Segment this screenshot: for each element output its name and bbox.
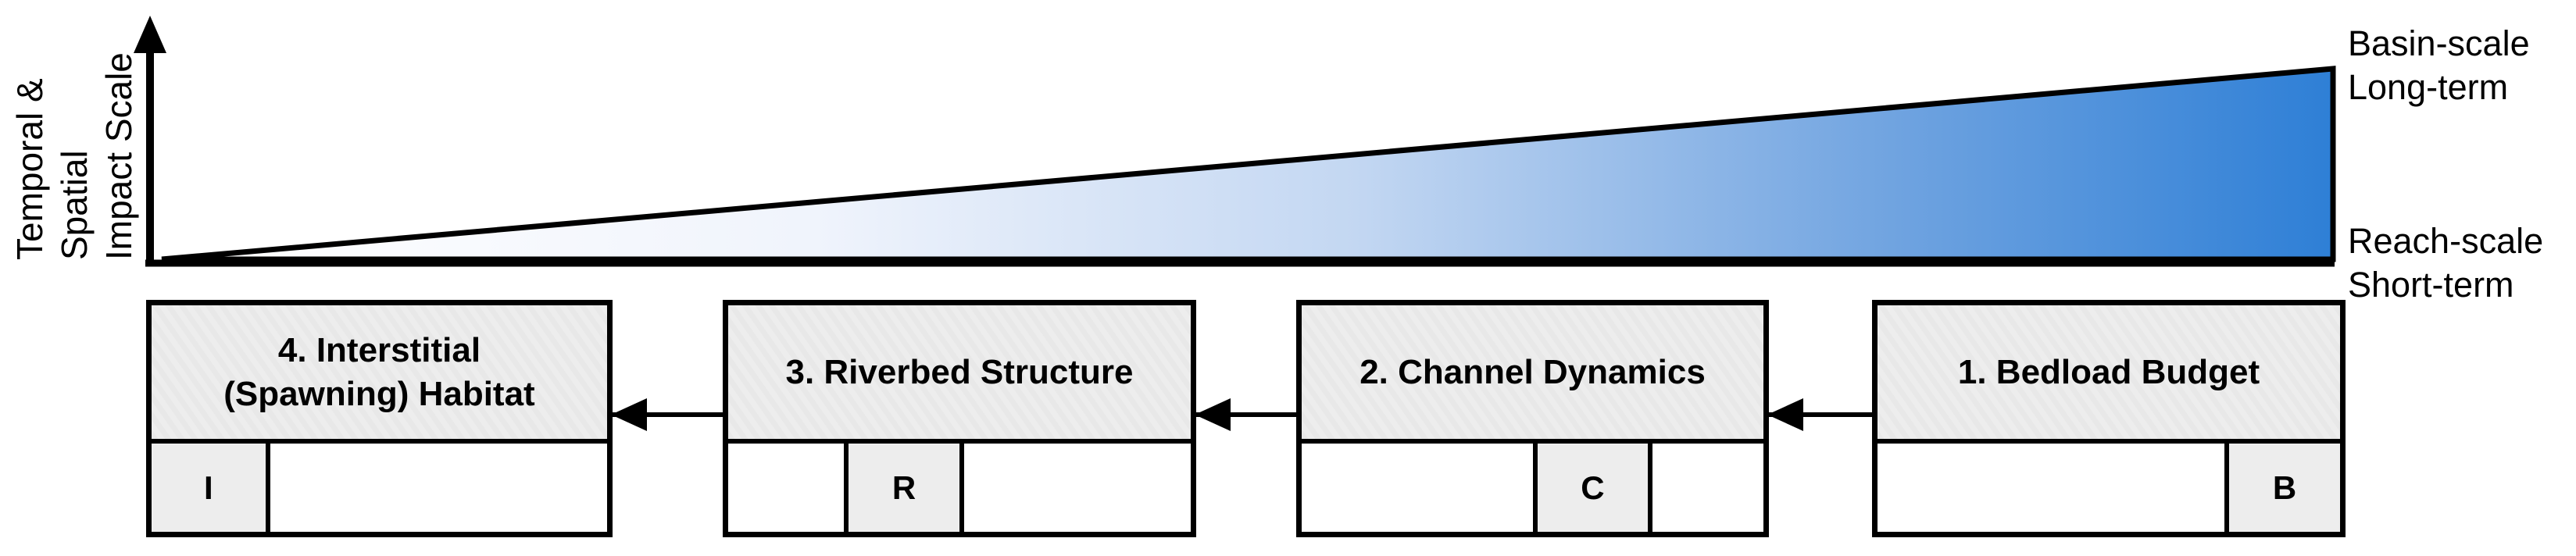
letter-cell-I: I [152,444,266,532]
box-title-channel: 2. Channel Dynamics [1302,305,1763,444]
arrow-bedload-to-channel-icon [1767,398,1872,431]
position-row: B [1878,444,2340,532]
letter-cell-B: B [2224,444,2340,532]
impact-wedge [161,66,2336,262]
letter-cell-C: C [1532,444,1649,532]
box-title-bedload: 1. Bedload Budget [1878,305,2340,444]
box-title-riverbed: 3. Riverbed Structure [728,305,1191,444]
position-row: I [152,444,607,532]
arrow-riverbed-to-habitat-icon [611,398,723,431]
letter-cell-R: R [844,444,959,532]
impact-scale-figure [134,16,2336,267]
box-interstitial-habitat: 4. Interstitial (Spawning) Habitat I [146,300,613,537]
box-channel-dynamics: 2. Channel Dynamics C [1296,300,1769,537]
box-riverbed-structure: 3. Riverbed Structure R [723,300,1196,537]
position-row: R [728,444,1191,532]
axis-arrowhead-icon [134,16,166,53]
scale-label-basin: Basin-scale Long-term [2348,23,2530,107]
arrow-channel-to-riverbed-icon [1195,398,1296,431]
scale-label-reach: Reach-scale Short-term [2348,221,2544,305]
position-row: C [1302,444,1763,532]
empty-cell [959,444,1191,532]
box-bedload-budget: 1. Bedload Budget B [1872,300,2346,537]
box-title-interstitial: 4. Interstitial (Spawning) Habitat [152,305,607,444]
empty-cell [1648,444,1763,532]
empty-cell [265,444,607,532]
empty-cell [1302,444,1533,532]
empty-cell [1878,444,2224,532]
empty-cell [728,444,844,532]
